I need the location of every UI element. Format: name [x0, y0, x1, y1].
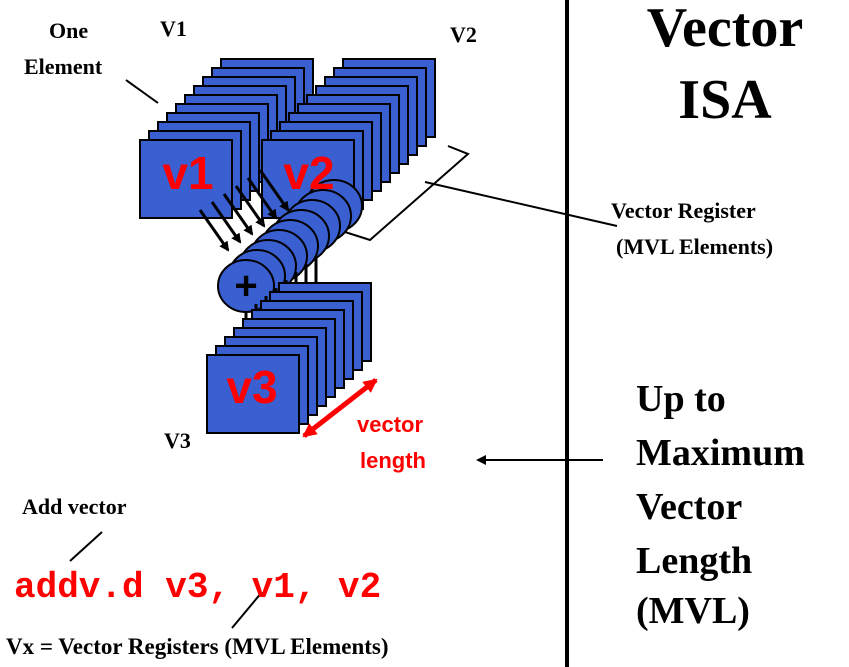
mvl-line3: Vector — [636, 486, 743, 528]
add-vector-label: Add vector — [22, 494, 127, 519]
add-vector-pointer — [69, 531, 103, 562]
register-v2-label: v2 — [283, 147, 335, 199]
vector-length-line1: vector — [357, 412, 424, 437]
vector-register-pointer — [424, 181, 618, 227]
label-one: One — [49, 18, 89, 43]
footer-note: Vx = Vector Registers (MVL Elements) — [6, 634, 389, 659]
flow-arrow — [198, 209, 230, 252]
mvl-line5: (MVL) — [636, 590, 750, 632]
vector-length-line2: length — [360, 448, 426, 473]
vector-length-arrow — [302, 378, 378, 438]
flow-arrow — [222, 193, 254, 236]
register-v3-stack — [206, 282, 372, 434]
adder-stack: + — [217, 179, 363, 313]
instruction-code: addv.d v3, v1, v2 — [14, 567, 382, 608]
mvl-line2: Maximum — [636, 432, 805, 474]
title-isa: ISA — [678, 69, 772, 131]
label-element: Element — [24, 54, 103, 79]
flow-arrow — [210, 201, 242, 244]
vector-register-bracket — [344, 145, 470, 242]
label-v1: V1 — [160, 16, 187, 41]
flow-arrow — [258, 169, 290, 212]
instruction-pointer — [231, 591, 263, 629]
label-v2: V2 — [450, 22, 477, 47]
vector-register-note-line1: Vector Register — [611, 198, 756, 223]
register-v1-label: v1 — [162, 147, 214, 199]
one-element-pointer — [125, 79, 159, 104]
plus-operator: + — [234, 264, 257, 308]
register-v3-label: v3 — [226, 361, 278, 413]
flow-arrow — [246, 177, 278, 220]
title-vector: Vector — [646, 0, 804, 59]
vector-element — [139, 139, 233, 219]
mvl-line1: Up to — [636, 378, 726, 420]
vector-register-note-line2: (MVL Elements) — [616, 234, 774, 259]
label-v3: V3 — [164, 428, 191, 453]
vector-element — [206, 354, 300, 434]
flow-arrow — [234, 185, 266, 228]
mvl-line4: Length — [636, 540, 753, 582]
